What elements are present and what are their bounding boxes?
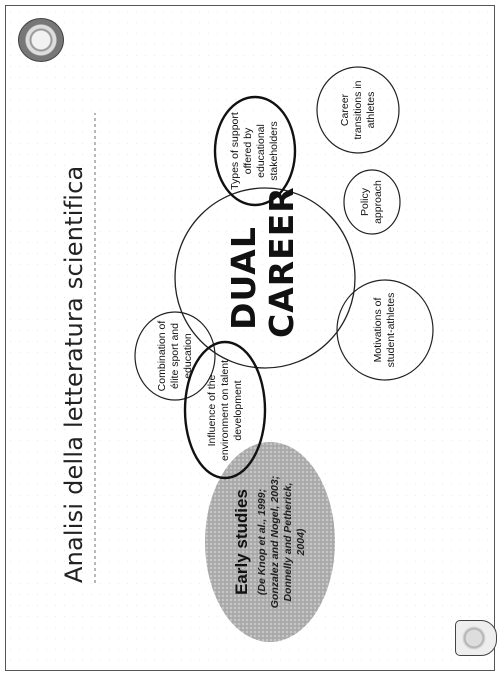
node-label-transitions: Career transitions in athletes: [338, 80, 377, 140]
node-ellipse-policy: [343, 169, 401, 235]
node-ellipse-support: [213, 95, 297, 207]
node-label-influence: Influence of the environment on talent d…: [205, 360, 244, 461]
node-ellipse-transitions: [316, 66, 400, 154]
center-circle: [174, 187, 356, 369]
center-label-line1: DUAL: [224, 226, 263, 330]
center-label: DUAL CAREER: [224, 186, 301, 338]
node-label-policy: Policy approach: [359, 180, 384, 224]
node-label-combination: Combination of élite sport and education: [155, 320, 194, 392]
node-label-motivations: Motivations of student-athletes: [372, 292, 397, 368]
center-label-line2: CAREER: [262, 186, 301, 338]
node-ellipse-influence: [183, 340, 267, 480]
node-label-support: Types of support offered by educational …: [229, 112, 280, 190]
node-ellipse-combination: [134, 311, 216, 401]
node-ellipse-motivations: [336, 279, 434, 381]
